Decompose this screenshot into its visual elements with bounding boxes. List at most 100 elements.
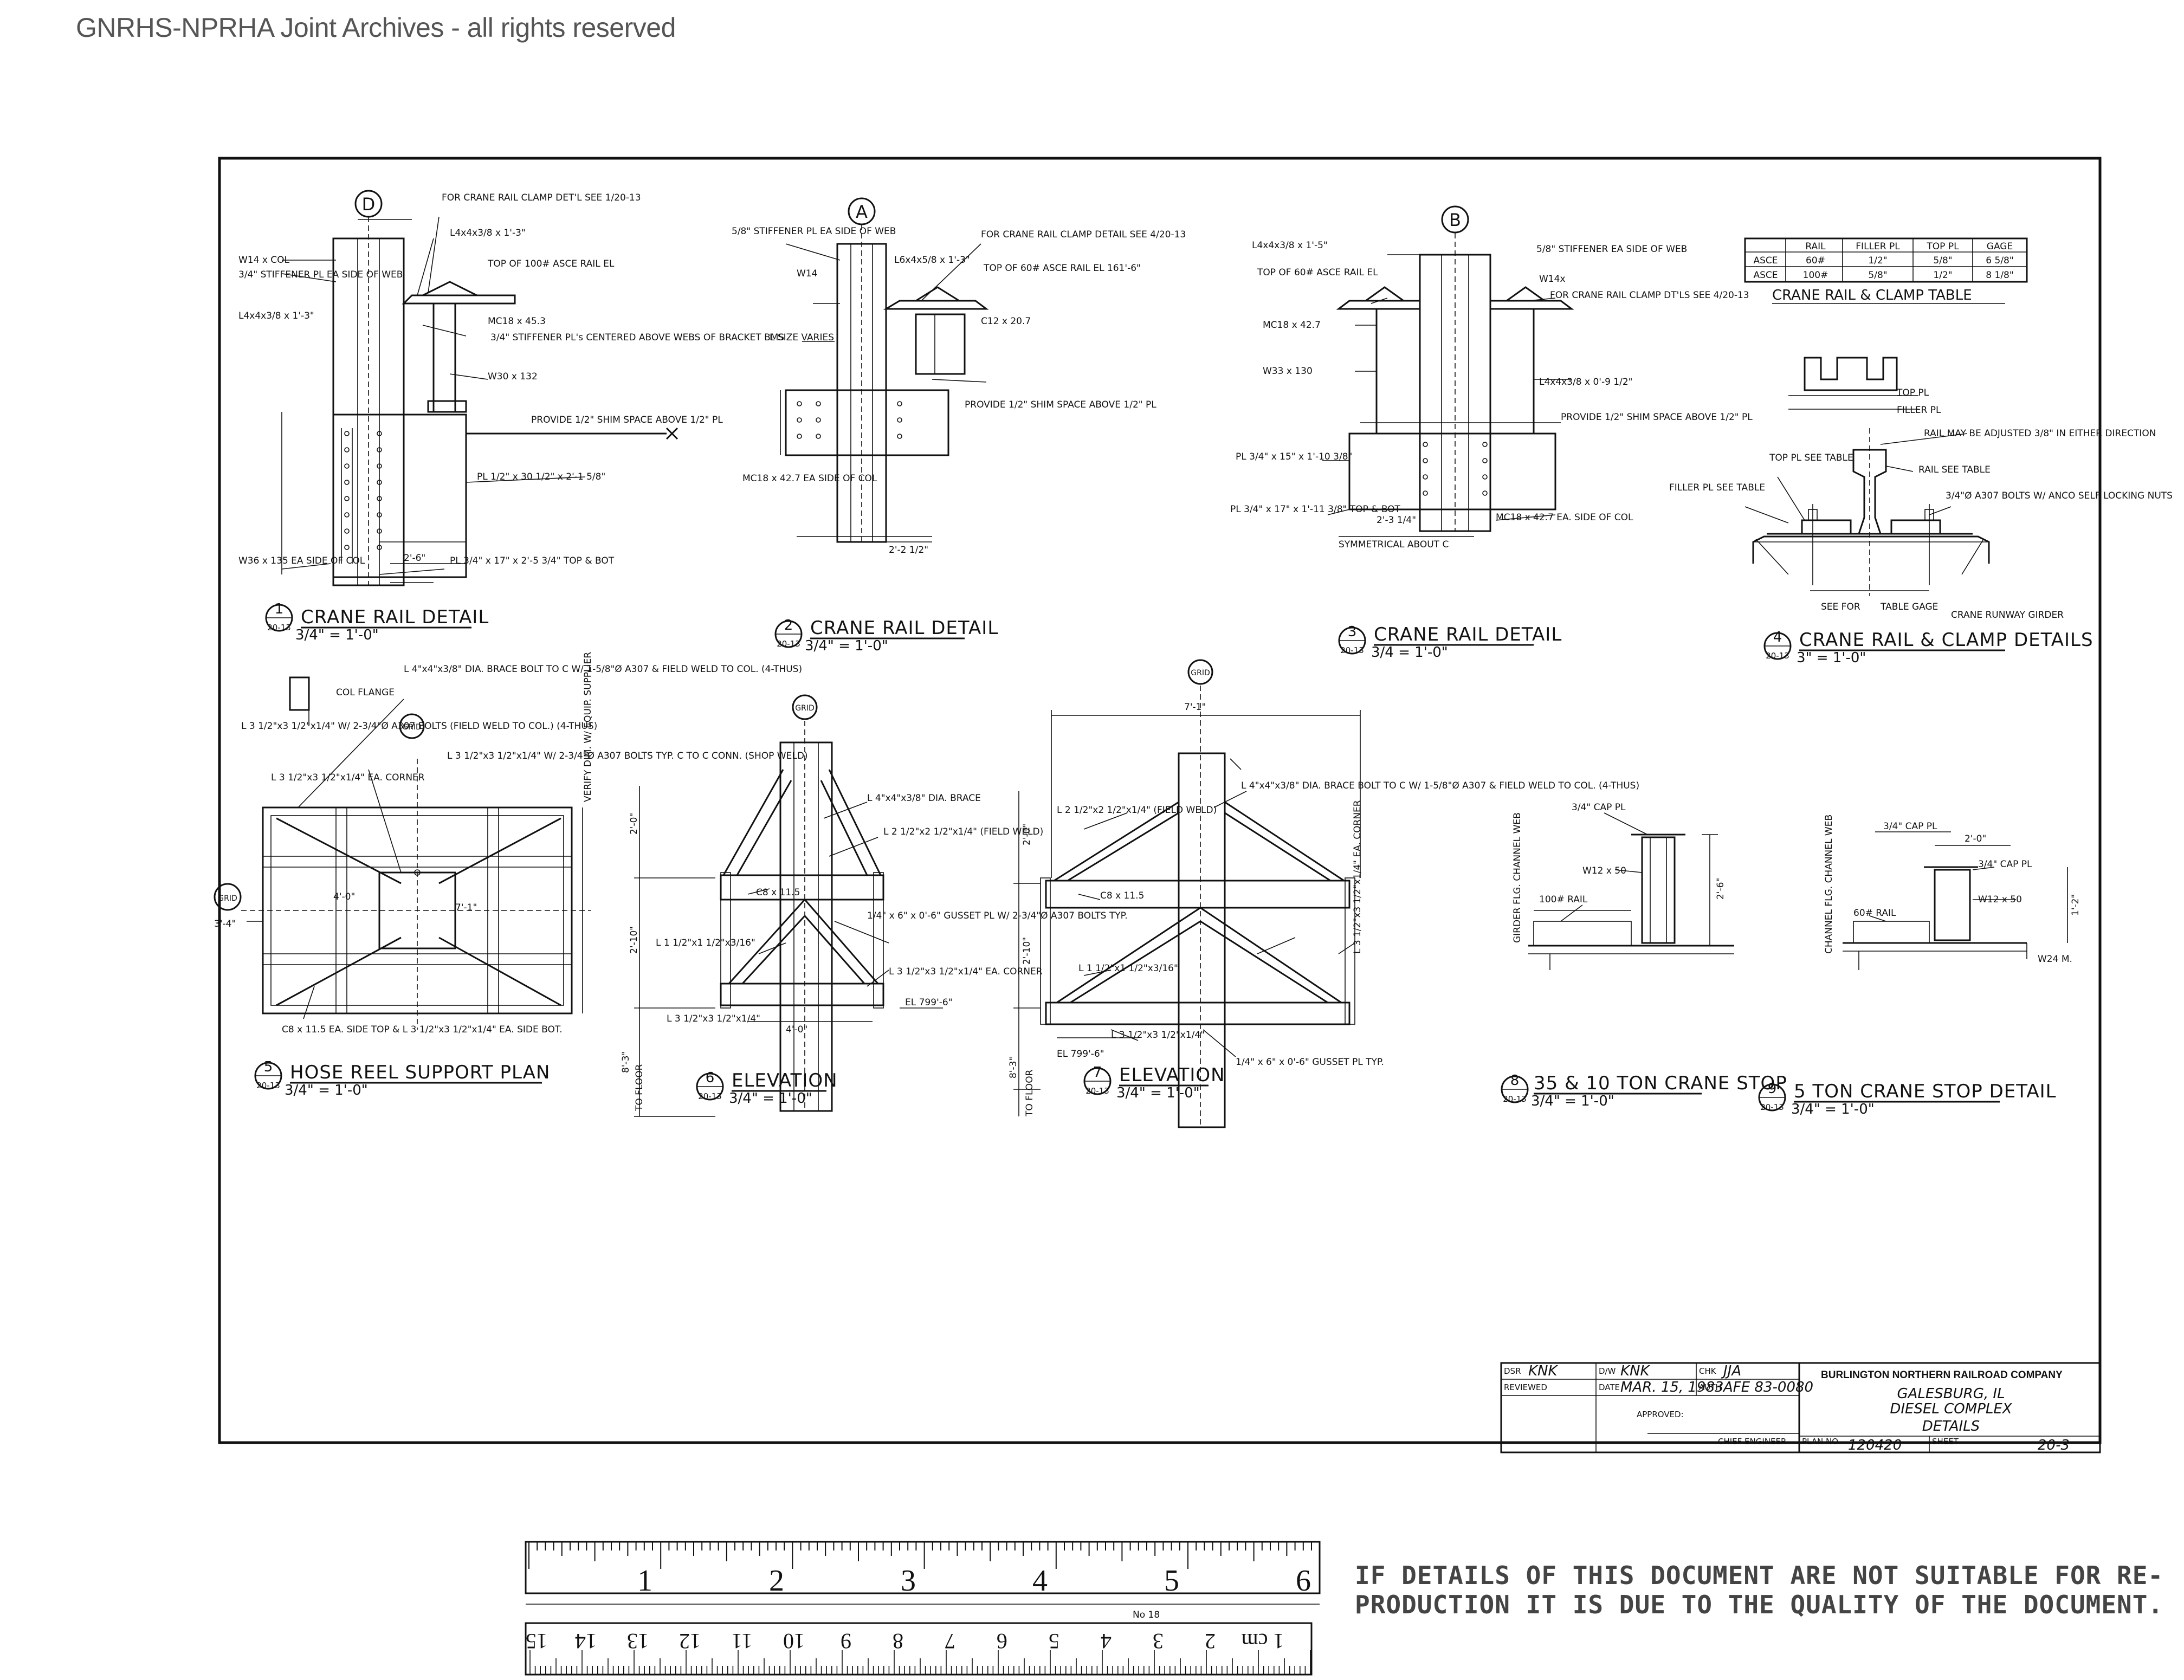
d4-note-filler: FILLER PL SEE TABLE — [1669, 482, 1765, 493]
tb-dsr-label: DSR — [1504, 1366, 1521, 1376]
ruler-inch-4: 4 — [1032, 1564, 1048, 1598]
svg-text:3/4" = 1'-0": 3/4" = 1'-0" — [1791, 1101, 1875, 1117]
d2-note-top60: TOP OF 60# ASCE RAIL EL 161'-6" — [983, 263, 1141, 274]
svg-text:20-13: 20-13 — [777, 639, 800, 649]
d5-note-corner: L 3 1/2"x3 1/2"x1/4" EA. CORNER — [271, 772, 425, 783]
d5-note-brace: L 4"x4"x3/8" DIA. BRACE BOLT TO C W/ 1-5… — [404, 664, 802, 675]
detail-6-drawing — [634, 694, 943, 1117]
d1-note-stiff: 3/4" STIFFENER PL EA SIDE OF WEB — [238, 269, 403, 280]
detail-9-title: 9 20-13 5 TON CRANE STOP DETAIL 3/4" = 1… — [1758, 1081, 2056, 1117]
d6-dim1: 2'-0" — [629, 813, 639, 835]
d7-note-c8: C8 x 11.5 — [1100, 890, 1144, 901]
d5-dim2: 4'-0" — [333, 891, 355, 902]
d1-note-l6: L4x4x3/8 x 1'-3" — [238, 311, 314, 321]
d3-note-mc18: MC18 x 42.7 — [1263, 320, 1321, 331]
tb-sheet-label: SHEET — [1932, 1437, 1959, 1446]
d5-note-c8: C8 x 11.5 EA. SIDE TOP & L 3 1/2"x3 1/2"… — [282, 1024, 563, 1035]
d4-note-seefor: SEE FOR — [1821, 602, 1860, 612]
svg-text:20-13: 20-13 — [1503, 1094, 1527, 1104]
d9-dim2: 1'-2" — [2070, 894, 2081, 916]
svg-text:14: 14 — [575, 1629, 597, 1653]
archive-watermark: GNRHS-NPRHA Joint Archives - all rights … — [76, 12, 676, 43]
sheet-border — [218, 157, 2102, 1444]
d5-note-col: COL FLANGE — [336, 687, 395, 698]
d9-note-cap-mark: 3/4" CAP PL — [1883, 821, 1937, 832]
d1-note-top: FOR CRANE RAIL CLAMP DET'L SEE 1/20-13 — [442, 192, 641, 203]
d8-dim: 2'-6" — [1715, 878, 1726, 900]
d1-note-top-of-rail: TOP OF 100# ASCE RAIL EL — [487, 259, 615, 269]
d3-note-shim: PROVIDE 1/2" SHIM SPACE ABOVE 1/2" PL — [1561, 412, 1753, 423]
d5-dim1: 7'-1" — [455, 902, 477, 913]
d7-dim1: 7'-1" — [1184, 702, 1206, 713]
tb-location: GALESBURG, IL — [1897, 1386, 2005, 1402]
d9-note-w12: W12 x 50 — [1978, 894, 2022, 905]
d2-note-c12: C12 x 20.7 — [981, 316, 1031, 327]
d1-note-w36: W36 x 135 EA SIDE OF COL — [238, 555, 365, 566]
tb-chk-label: CHK — [1699, 1366, 1717, 1376]
d5-grid-top: GRID — [402, 723, 422, 732]
d6-note-floor: TO FLOOR — [634, 1064, 645, 1112]
grid-bubble-b: B — [1449, 210, 1461, 230]
d8-note-rail: 100# RAIL — [1539, 894, 1588, 905]
svg-text:20-13: 20-13 — [267, 623, 291, 632]
d3-note-mc18b: MC18 x 42.7 EA. SIDE OF COL — [1496, 512, 1633, 523]
svg-text:4: 4 — [1101, 1629, 1112, 1653]
detail-1-drawing: D — [281, 190, 679, 586]
detail-3-title: 3 20-13 CRANE RAIL DETAIL 3/4 = 1'-0" — [1338, 624, 1562, 661]
table-row2-top: 1/2" — [1933, 270, 1952, 281]
d2-note-shim: PROVIDE 1/2" SHIM SPACE ABOVE 1/2" PL — [965, 399, 1156, 410]
detail-9-drawing — [1843, 831, 2068, 970]
tb-approved-label: APPROVED: — [1637, 1410, 1684, 1419]
d1-dim: 2'-6" — [404, 553, 425, 564]
detail-2-drawing: A — [780, 197, 989, 543]
d7-dim3: 2'-10" — [1022, 937, 1032, 965]
tb-dsr: KNK — [1528, 1363, 1558, 1379]
svg-text:3" = 1'-0": 3" = 1'-0" — [1797, 650, 1866, 666]
reproduction-notice: IF DETAILS OF THIS DOCUMENT ARE NOT SUIT… — [1355, 1561, 2163, 1619]
d5-note-l35: L 3 1/2"x3 1/2"x1/4" W/ 2-3/4"Ø A307 BOL… — [241, 721, 597, 732]
d6-note-c8: C8 x 11.5 — [756, 887, 800, 898]
svg-text:20-13: 20-13 — [1766, 651, 1789, 661]
d4-note-table: TABLE GAGE — [1880, 602, 1938, 612]
table-head-gage: GAGE — [1987, 241, 2013, 252]
svg-text:10: 10 — [783, 1629, 805, 1653]
svg-text:35 & 10 TON CRANE STOP: 35 & 10 TON CRANE STOP — [1534, 1072, 1787, 1094]
svg-text:1 cm: 1 cm — [1242, 1629, 1284, 1653]
d5-note-verify: VERIFY DIM. W/ EQUIP. SUPPLIER — [583, 652, 593, 802]
svg-text:CRANE RAIL DETAIL: CRANE RAIL DETAIL — [1374, 624, 1562, 645]
svg-text:8: 8 — [1510, 1072, 1520, 1089]
title-block — [1500, 1362, 2101, 1453]
detail-5-drawing — [214, 676, 591, 1030]
ruler-cm-labels: 1 cm 2 3 4 5 6 7 8 9 10 11 12 13 14 15 — [526, 1629, 1284, 1653]
d3-note-stiff: 5/8" STIFFENER EA SIDE OF WEB — [1536, 244, 1687, 255]
d4-note-bolts: 3/4"Ø A307 BOLTS W/ ANCO SELF LOCKING NU… — [1946, 490, 2173, 501]
d3-note-pl1: PL 3/4" x 15" x 1'-10 3/8" — [1236, 451, 1352, 462]
d6-note-l1: L 1 1/2"x1 1/2"x3/16" — [656, 938, 755, 948]
repro-line-1: IF DETAILS OF THIS DOCUMENT ARE NOT SUIT… — [1355, 1561, 2164, 1590]
d5-grid-left: GRID — [218, 894, 237, 903]
tb-plan-no: 120420 — [1848, 1437, 1902, 1453]
svg-text:3/4" = 1'-0": 3/4" = 1'-0" — [285, 1082, 368, 1099]
d7-note-brace: L 4"x4"x3/8" DIA. BRACE BOLT TO C W/ 1-5… — [1241, 780, 1639, 791]
svg-text:3: 3 — [1153, 1629, 1164, 1653]
d6-note-corner: L 3 1/2"x3 1/2"x1/4" EA. CORNER — [889, 966, 1043, 977]
d2-note-w14: W14 — [797, 268, 817, 279]
d2-note-lsize: L SIZE VARIES — [770, 332, 834, 343]
tb-dw-label: D/W — [1599, 1366, 1616, 1376]
d6-dim4: 4'-0" — [786, 1024, 807, 1035]
ruler-inch-1: 1 — [637, 1564, 652, 1598]
d4-note-top: TOP PL SEE TABLE — [1769, 453, 1853, 463]
ruler-ticks — [528, 1542, 1312, 1675]
svg-text:CRANE RAIL DETAIL: CRANE RAIL DETAIL — [301, 606, 489, 628]
tb-auth-label: AUTH — [1699, 1382, 1722, 1392]
d7-note-el: EL 799'-6" — [1057, 1049, 1104, 1059]
d8-note-cap: 3/4" CAP PL — [1572, 802, 1626, 813]
tb-sheet-no: 20-3 — [2038, 1437, 2070, 1453]
d7-grid: GRID — [1191, 669, 1210, 677]
d6-note-l35: L 3 1/2"x3 1/2"x1/4" — [667, 1013, 760, 1024]
d1-note-w30: W30 x 132 — [488, 371, 538, 382]
d4-note-girder: CRANE RUNWAY GIRDER — [1951, 610, 2064, 621]
table-row1-type: ASCE — [1753, 255, 1778, 266]
d2-dim: 2'-2 1/2" — [889, 545, 928, 555]
